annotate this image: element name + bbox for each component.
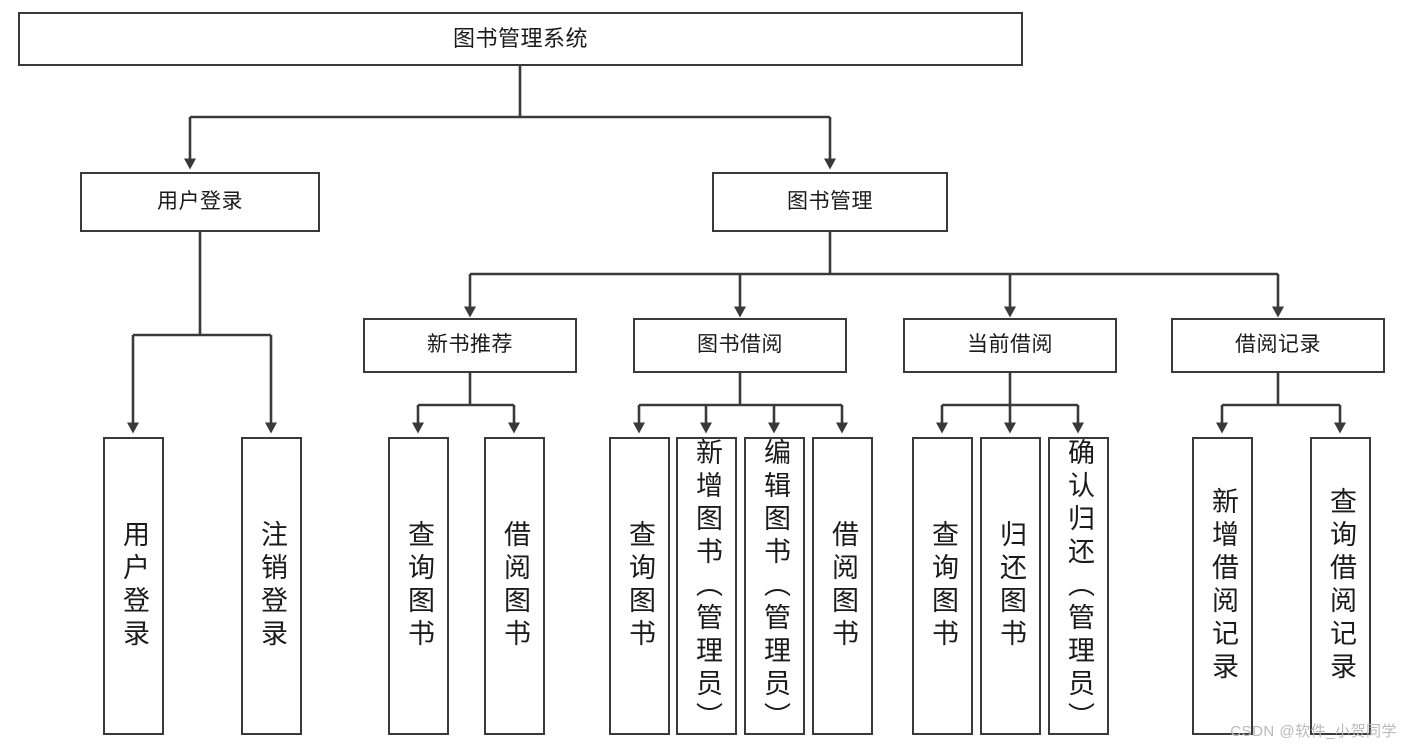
leaf-query-book-borrow[interactable]: 查询图书 bbox=[609, 437, 670, 735]
node-label: 图书管理 bbox=[787, 189, 873, 213]
node-label: 图书借阅 bbox=[697, 333, 783, 357]
node-label: 查询图书 bbox=[404, 520, 434, 652]
node-label: 编辑图书（管理员） bbox=[760, 437, 790, 735]
node-label: 图书管理系统 bbox=[452, 26, 588, 52]
node-label: 借阅图书 bbox=[500, 520, 530, 652]
node-label: 归还图书 bbox=[996, 520, 1026, 652]
node-book-borrow[interactable]: 图书借阅 bbox=[633, 318, 847, 373]
leaf-user-login[interactable]: 用户登录 bbox=[103, 437, 164, 735]
node-label: 新增图书（管理员） bbox=[692, 437, 722, 735]
node-label: 查询图书 bbox=[928, 520, 958, 652]
node-label: 用户登录 bbox=[157, 189, 243, 213]
leaf-return-book[interactable]: 归还图书 bbox=[980, 437, 1041, 735]
node-label: 新书推荐 bbox=[427, 333, 513, 357]
leaf-logout-login[interactable]: 注销登录 bbox=[241, 437, 302, 735]
node-label: 注销登录 bbox=[257, 520, 287, 652]
leaf-borrow-book-borrow[interactable]: 借阅图书 bbox=[812, 437, 873, 735]
node-label: 借阅记录 bbox=[1235, 333, 1321, 357]
leaf-borrow-book-recommend[interactable]: 借阅图书 bbox=[484, 437, 545, 735]
node-borrow-record[interactable]: 借阅记录 bbox=[1171, 318, 1385, 373]
node-user-login[interactable]: 用户登录 bbox=[80, 172, 320, 232]
leaf-query-book-current[interactable]: 查询图书 bbox=[912, 437, 973, 735]
node-label: 当前借阅 bbox=[967, 333, 1053, 357]
node-label: 确认归还（管理员） bbox=[1064, 437, 1094, 735]
node-label: 新增借阅记录 bbox=[1208, 487, 1238, 685]
leaf-query-borrow-record[interactable]: 查询借阅记录 bbox=[1310, 437, 1371, 735]
node-label: 查询图书 bbox=[625, 520, 655, 652]
leaf-confirm-return-admin[interactable]: 确认归还（管理员） bbox=[1048, 437, 1109, 735]
node-book-manage[interactable]: 图书管理 bbox=[712, 172, 948, 232]
leaf-edit-book-admin[interactable]: 编辑图书（管理员） bbox=[744, 437, 805, 735]
node-label: 查询借阅记录 bbox=[1326, 487, 1356, 685]
leaf-query-book-recommend[interactable]: 查询图书 bbox=[388, 437, 449, 735]
node-root-system[interactable]: 图书管理系统 bbox=[18, 12, 1023, 66]
node-current-borrow[interactable]: 当前借阅 bbox=[903, 318, 1117, 373]
leaf-add-book-admin[interactable]: 新增图书（管理员） bbox=[676, 437, 737, 735]
node-new-book-recommend[interactable]: 新书推荐 bbox=[363, 318, 577, 373]
leaf-add-borrow-record[interactable]: 新增借阅记录 bbox=[1192, 437, 1253, 735]
node-label: 用户登录 bbox=[119, 520, 149, 652]
node-label: 借阅图书 bbox=[828, 520, 858, 652]
